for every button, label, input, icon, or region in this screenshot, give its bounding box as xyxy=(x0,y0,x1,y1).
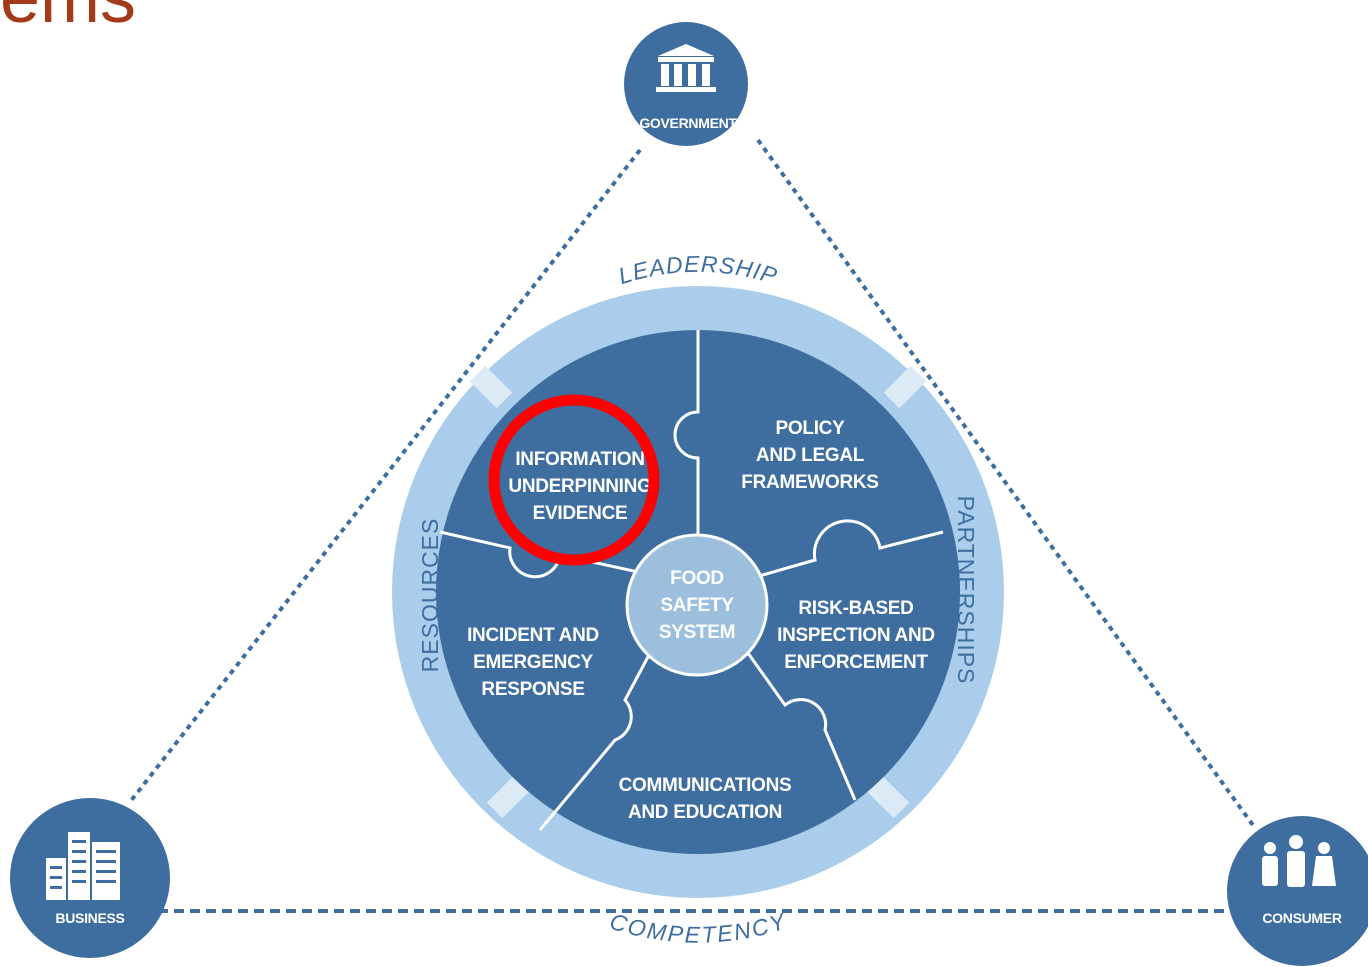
center-line-2: SAFETY xyxy=(660,595,734,616)
office-windows xyxy=(50,840,116,889)
ring-label-resources: RESOURCES xyxy=(417,518,443,673)
center-line-1: FOOD xyxy=(670,568,724,589)
communications-line-2: AND EDUCATION xyxy=(628,802,782,823)
svg-text:GOVERNMENT: GOVERNMENT xyxy=(639,115,737,131)
incident-line-3: RESPONSE xyxy=(481,679,584,700)
svg-text:INFORMATION: INFORMATION xyxy=(515,449,644,470)
government-label: GOVERNMENT xyxy=(639,115,737,131)
government-node: GOVERNMENT xyxy=(624,22,748,146)
business-node: BUSINESS xyxy=(10,798,170,958)
svg-text:FRAMEWORKS: FRAMEWORKS xyxy=(741,472,878,493)
center-label: FOOD SAFETY SYSTEM xyxy=(659,568,736,643)
policy-line-3: FRAMEWORKS xyxy=(741,472,878,493)
ring-label-leadership: LEADERSHIP xyxy=(615,251,780,289)
risk-line-3: ENFORCEMENT xyxy=(784,652,928,673)
center-line-3: SYSTEM xyxy=(659,622,735,643)
svg-text:COMMUNICATIONS: COMMUNICATIONS xyxy=(619,775,792,796)
svg-text:BUSINESS: BUSINESS xyxy=(55,910,124,926)
svg-text:EVIDENCE: EVIDENCE xyxy=(533,503,628,524)
svg-text:EMERGENCY: EMERGENCY xyxy=(473,652,593,673)
consumer-label: CONSUMER xyxy=(1262,910,1341,926)
svg-text:RESPONSE: RESPONSE xyxy=(481,679,584,700)
line-government-consumer xyxy=(756,138,1257,830)
svg-text:UNDERPINNING: UNDERPINNING xyxy=(508,476,651,497)
segment-communications: COMMUNICATIONS AND EDUCATION xyxy=(619,775,792,823)
segment-policy: POLICY AND LEGAL FRAMEWORKS xyxy=(741,418,879,493)
incident-line-2: EMERGENCY xyxy=(473,652,593,673)
connection-lines xyxy=(128,138,1257,913)
ring-label-partnerships: PARTNERSHIPS xyxy=(953,496,979,685)
policy-line-1: POLICY xyxy=(776,418,846,439)
communications-line-1: COMMUNICATIONS xyxy=(619,775,792,796)
svg-text:SYSTEM: SYSTEM xyxy=(659,622,735,643)
svg-text:FOOD: FOOD xyxy=(670,568,724,589)
business-label: BUSINESS xyxy=(55,910,124,926)
svg-text:INSPECTION AND: INSPECTION AND xyxy=(777,625,935,646)
risk-line-1: RISK-BASED xyxy=(798,598,913,619)
information-line-2: UNDERPINNING xyxy=(508,476,651,497)
ring-label-competency: COMPETENCY xyxy=(607,908,790,948)
slide-title: ems xyxy=(0,0,136,34)
svg-text:CONSUMER: CONSUMER xyxy=(1262,910,1341,926)
people-icon xyxy=(1262,835,1336,887)
segment-information: INFORMATION UNDERPINNING EVIDENCE xyxy=(508,449,651,524)
svg-text:RISK-BASED: RISK-BASED xyxy=(798,598,913,619)
line-government-business xyxy=(128,148,642,804)
policy-line-2: AND LEGAL xyxy=(756,445,865,466)
risk-line-2: INSPECTION AND xyxy=(777,625,935,646)
svg-text:INCIDENT AND: INCIDENT AND xyxy=(467,625,599,646)
incident-line-1: INCIDENT AND xyxy=(467,625,599,646)
government-building-icon xyxy=(656,44,716,92)
segment-risk: RISK-BASED INSPECTION AND ENFORCEMENT xyxy=(777,598,935,673)
consumer-node: CONSUMER xyxy=(1227,816,1368,966)
svg-text:AND EDUCATION: AND EDUCATION xyxy=(628,802,782,823)
svg-text:AND LEGAL: AND LEGAL xyxy=(756,445,865,466)
center-circle xyxy=(625,533,769,677)
svg-text:SAFETY: SAFETY xyxy=(660,595,734,616)
information-line-3: EVIDENCE xyxy=(533,503,628,524)
highlight-circle xyxy=(488,394,660,566)
ring-separators xyxy=(469,365,927,819)
svg-text:POLICY: POLICY xyxy=(776,418,846,439)
information-line-1: INFORMATION xyxy=(515,449,644,470)
segment-incident: INCIDENT AND EMERGENCY RESPONSE xyxy=(467,625,599,700)
svg-text:ENFORCEMENT: ENFORCEMENT xyxy=(784,652,928,673)
